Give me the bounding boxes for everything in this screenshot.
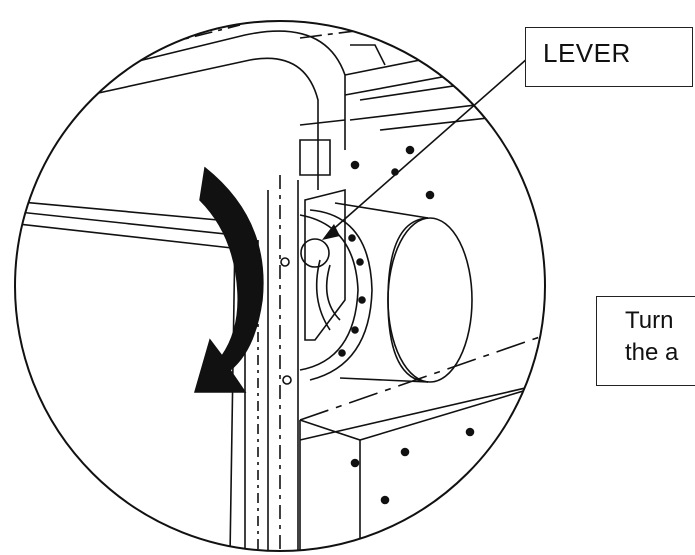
instruction-line-2: the a — [625, 339, 679, 366]
lever-mechanism — [300, 188, 346, 341]
lever-label: LEVER — [543, 38, 631, 68]
leader-arrow-icon — [322, 57, 529, 240]
instruction-line-1: Turn — [625, 307, 674, 334]
frame-column — [267, 119, 346, 551]
lever-callout-box — [525, 27, 693, 87]
curved-arrow-icon — [194, 166, 264, 393]
side-panel — [280, 109, 545, 551]
flange-plate — [299, 209, 373, 381]
instruction-note-box: Turn the a — [596, 296, 695, 386]
